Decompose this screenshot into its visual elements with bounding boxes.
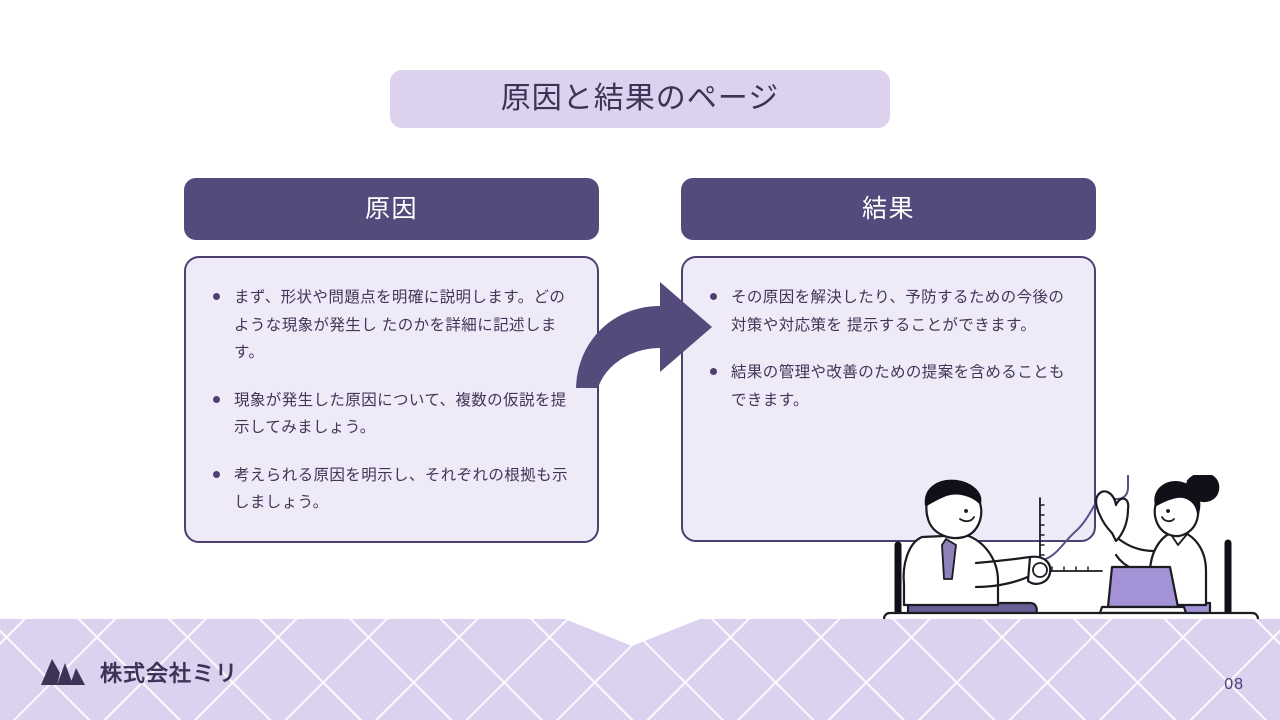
- list-item: まず、形状や問題点を明確に説明します。どのような現象が発生し たのかを詳細に記述…: [208, 284, 577, 367]
- company-name: 株式会社ミリ: [100, 660, 239, 686]
- column-cause-body: まず、形状や問題点を明確に説明します。どのような現象が発生し たのかを詳細に記述…: [184, 256, 599, 544]
- column-cause: 原因 まず、形状や問題点を明確に説明します。どのような現象が発生し たのかを詳細…: [184, 178, 599, 544]
- column-cause-header: 原因: [184, 178, 599, 240]
- list-item: 考えられる原因を明示し、それぞれの根拠も示しましょう。: [208, 462, 577, 517]
- brand: 株式会社ミリ: [40, 656, 238, 691]
- column-cause-header-label: 原因: [364, 194, 418, 223]
- list-item: 結果の管理や改善のための提案を含めることもできます。: [705, 359, 1074, 414]
- column-result-header-label: 結果: [861, 194, 915, 223]
- cause-bullet-list: まず、形状や問題点を明確に説明します。どのような現象が発生し たのかを詳細に記述…: [208, 284, 577, 517]
- column-result-body: その原因を解決したり、予防するための今後の対策や対応策を 提示することができます…: [681, 256, 1096, 542]
- list-item: 現象が発生した原因について、複数の仮説を提示してみましょう。: [208, 387, 577, 442]
- list-item: その原因を解決したり、予防するための今後の対策や対応策を 提示することができます…: [705, 284, 1074, 339]
- curved-right-arrow-icon: [572, 280, 717, 390]
- page-title-pill: 原因と結果のページ: [390, 70, 890, 128]
- column-result-header: 結果: [681, 178, 1096, 240]
- page-number: 08: [1224, 676, 1244, 693]
- page-title: 原因と結果のページ: [500, 82, 780, 115]
- mountain-m-logo-icon: [40, 656, 86, 691]
- column-result: 結果 その原因を解決したり、予防するための今後の対策や対応策を 提示することがで…: [681, 178, 1096, 542]
- footer-band: 株式会社ミリ 08: [0, 619, 1280, 720]
- result-bullet-list: その原因を解決したり、予防するための今後の対策や対応策を 提示することができます…: [705, 284, 1074, 414]
